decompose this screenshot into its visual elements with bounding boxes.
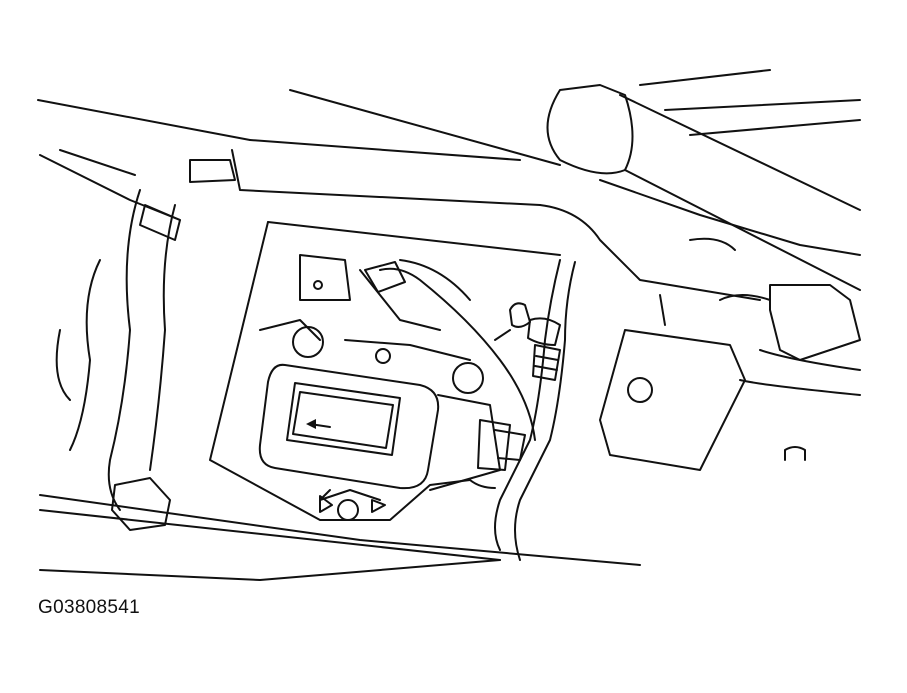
mounting-bracket <box>209 221 561 521</box>
left-hose <box>39 189 641 581</box>
sensor-module <box>258 363 526 491</box>
right-harness <box>494 259 576 561</box>
right-panel <box>599 294 806 471</box>
body-panel-lines <box>37 69 861 396</box>
figure-code-label: G03808541 <box>38 597 141 618</box>
